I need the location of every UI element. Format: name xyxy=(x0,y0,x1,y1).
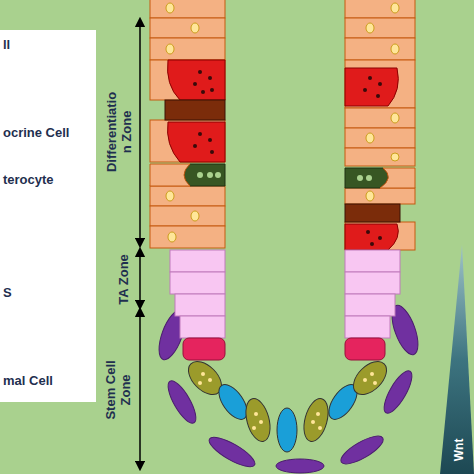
legend-text: ocrine Cell xyxy=(3,126,69,141)
zone-label: Stem Cell Zone xyxy=(104,352,134,428)
zone-label: TA Zone xyxy=(117,252,132,306)
legend-text: ll xyxy=(3,38,10,53)
legend-text: mal Cell xyxy=(3,374,53,389)
zone-label: Differentiatio n Zone xyxy=(105,90,135,174)
legend-text: S xyxy=(3,286,12,301)
legend-text: terocyte xyxy=(3,173,54,188)
gradient-label: Wnt xyxy=(453,437,467,463)
